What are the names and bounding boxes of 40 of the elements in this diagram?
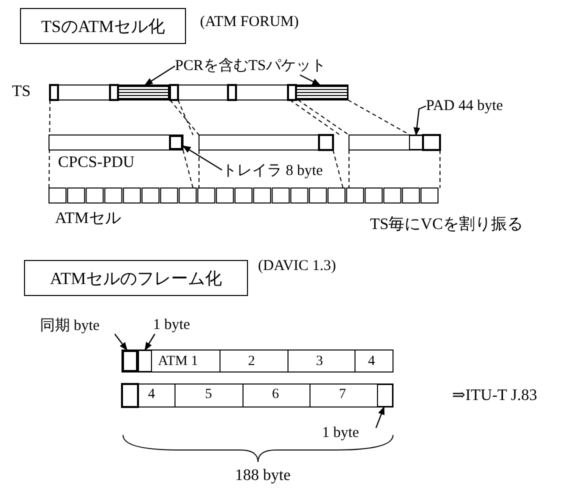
arrow	[414, 105, 426, 136]
callout-text: PAD 44 byte	[426, 98, 503, 114]
arrow	[144, 334, 156, 351]
callout-text: 1 byte	[322, 424, 360, 442]
cell-number: 6	[272, 388, 279, 402]
cell-number: ATM 1	[158, 355, 198, 369]
section-title-box	[24, 260, 248, 296]
label: ⇒ITU-T J.83	[452, 388, 538, 404]
callout-text: 同期 byte	[40, 316, 100, 334]
cell-number: 4	[148, 388, 155, 402]
byte-box	[138, 350, 152, 372]
cell-number: 3	[316, 355, 323, 369]
byte-box	[377, 384, 393, 407]
section-title: ATMセルのフレーム化	[50, 268, 222, 290]
callout-text: 1 byte	[153, 316, 190, 334]
label: TS毎にVCを割り振る	[370, 217, 523, 233]
section-title: TSのATMセル化	[41, 16, 165, 38]
section-title-box	[20, 8, 186, 44]
cell-number: 4	[368, 355, 375, 369]
hatched-packet	[296, 85, 348, 100]
standard-note: (ATM FORUM)	[200, 14, 299, 31]
label: TS	[12, 84, 31, 100]
byte-box	[169, 135, 183, 150]
arrow	[182, 145, 222, 171]
arrow	[300, 74, 321, 86]
arrow	[114, 334, 128, 351]
cell-number: 5	[205, 388, 212, 402]
callout-text: PCRを含むTSパケット	[175, 56, 326, 74]
byte-box	[122, 350, 138, 372]
hatched-packet	[118, 85, 169, 100]
cell-number: 7	[339, 388, 346, 402]
arrow	[144, 66, 176, 86]
cell-number: 2	[248, 355, 255, 369]
byte-box	[409, 135, 423, 150]
standard-note: (DAVIC 1.3)	[258, 258, 336, 275]
label: 188 byte	[235, 468, 291, 484]
label: ATMセル	[55, 211, 121, 227]
label: CPCS-PDU	[58, 155, 134, 171]
callout-text: トレイラ 8 byte	[222, 162, 323, 180]
arrow	[375, 406, 385, 428]
